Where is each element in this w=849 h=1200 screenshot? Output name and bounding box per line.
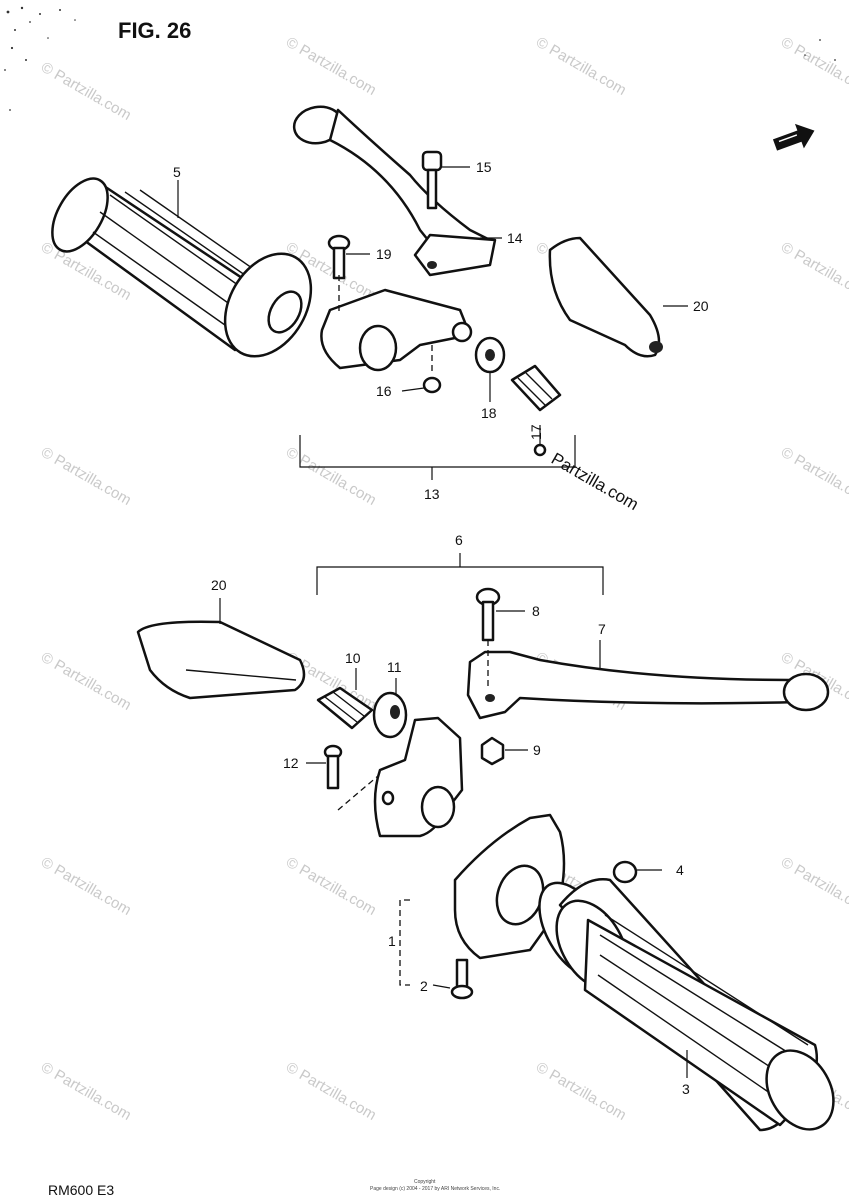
watermark: © Partzilla.com (778, 239, 849, 304)
cable-adjuster-part-17 (510, 364, 562, 457)
screw-part-2 (450, 958, 474, 1000)
cap-part-4 (612, 860, 638, 884)
callouts: 5 15 14 19 20 16 18 17 13 6 20 8 7 10 11… (173, 159, 709, 1097)
bracket-1 (399, 899, 410, 986)
lever-cover-part-20-top (548, 236, 663, 358)
watermark: © Partzilla.com (778, 34, 849, 99)
callout-6: 6 (455, 532, 463, 548)
callout-1: 1 (388, 933, 396, 949)
watermark: © Partzilla.com (38, 1059, 134, 1124)
callout-20-bottom: 20 (211, 577, 227, 593)
callout-15: 15 (476, 159, 492, 175)
callout-19: 19 (376, 246, 392, 262)
callout-3: 3 (682, 1081, 690, 1097)
callout-13: 13 (424, 486, 440, 502)
lever-cover-part-20-bottom (136, 620, 306, 700)
callout-14: 14 (507, 230, 523, 246)
nut-part-16 (422, 376, 442, 394)
callout-10: 10 (345, 650, 361, 666)
nut-part-9 (480, 736, 505, 766)
watermark: © Partzilla.com (38, 59, 134, 124)
left-grip-part-5 (51, 177, 313, 358)
brake-lever-part-7 (466, 640, 830, 720)
watermark: © Partzilla.com (533, 34, 629, 99)
footer-page-design: Page design (c) 2004 - 2017 by ARI Netwo… (370, 1186, 500, 1192)
callout-2: 2 (420, 978, 428, 994)
footer-copyright: Copyright (414, 1179, 436, 1185)
watermark: © Partzilla.com (533, 1059, 629, 1124)
bracket-13 (299, 435, 576, 468)
watermark-side-text: Partzilla.com (548, 449, 642, 514)
callout-16: 16 (376, 383, 392, 399)
callout-11: 11 (387, 659, 402, 675)
lever-holder-part-13 (320, 275, 473, 372)
watermark: © Partzilla.com (283, 1059, 379, 1124)
callout-18: 18 (481, 405, 497, 421)
callout-17: 17 (528, 424, 544, 440)
figure-title: FIG. 26 (118, 18, 191, 43)
watermark: © Partzilla.com (283, 34, 379, 99)
watermark: © Partzilla.com (778, 854, 849, 919)
watermark: © Partzilla.com (38, 854, 134, 919)
watermarks: © Partzilla.com © Partzilla.com © Partzi… (38, 34, 849, 1124)
adjuster-nut-part-11 (372, 691, 408, 739)
clutch-lever-part-14 (292, 105, 497, 277)
callout-4: 4 (676, 862, 684, 878)
pivot-bolt-part-15 (421, 150, 443, 210)
lever-holder-part-6 (373, 716, 464, 838)
watermark: © Partzilla.com (283, 854, 379, 919)
right-grip-part-3 (538, 878, 835, 1132)
screw-part-12 (323, 744, 386, 811)
callout-8: 8 (532, 603, 540, 619)
watermark: © Partzilla.com (38, 444, 134, 509)
callout-20-top: 20 (693, 298, 709, 314)
watermark: © Partzilla.com (38, 649, 134, 714)
model-code: RM600 E3 (48, 1182, 114, 1198)
cable-adjuster-part-10 (316, 686, 374, 730)
callout-5: 5 (173, 164, 181, 180)
callout-9: 9 (533, 742, 541, 758)
throttle-housing-part-1 (453, 813, 566, 960)
watermark: © Partzilla.com (778, 444, 849, 509)
leader-lines (177, 166, 688, 1078)
pivot-bolt-part-8 (475, 587, 501, 642)
callout-12: 12 (283, 755, 299, 771)
bracket-6 (316, 566, 604, 595)
watermark: © Partzilla.com (283, 444, 379, 509)
scan-noise (4, 6, 836, 111)
arrow-icon (772, 123, 815, 151)
callout-7: 7 (598, 621, 606, 637)
adjuster-nut-part-18 (474, 336, 506, 374)
